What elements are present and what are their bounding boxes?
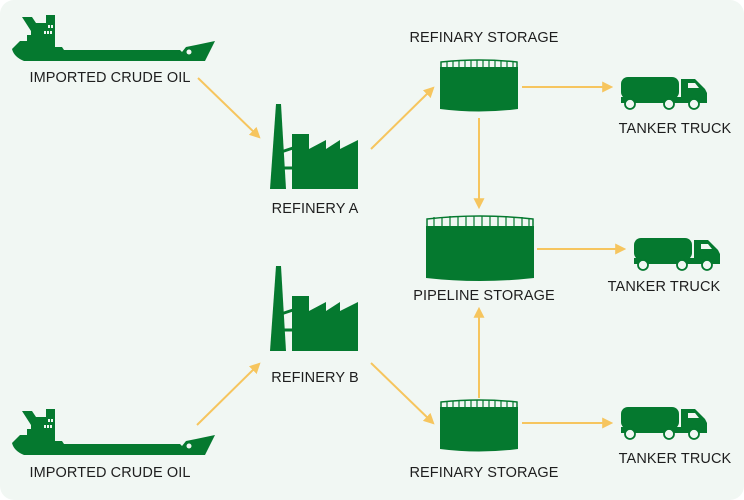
arrow-ship-bottom-to-refinery-b <box>196 362 261 426</box>
factory-icon <box>268 264 360 353</box>
arrow-ship-top-to-refinery-a <box>197 77 261 139</box>
label-tanker-truck-bottom: TANKER TRUCK <box>618 451 732 467</box>
factory-icon <box>268 102 360 191</box>
label-imported-crude-oil-bottom: IMPORTED CRUDE OIL <box>29 465 191 481</box>
tanker-truck-icon <box>620 76 708 110</box>
label-refinary-storage-top: REFINARY STORAGE <box>409 30 559 46</box>
label-pipeline-storage: PIPELINE STORAGE <box>413 288 555 304</box>
label-tanker-truck-top: TANKER TRUCK <box>618 121 732 137</box>
arrow-refinery-a-to-storage-top <box>370 86 435 150</box>
label-refinery-a: REFINERY A <box>271 201 359 217</box>
arrow-refinery-b-to-storage-bottom <box>370 362 435 425</box>
label-refinary-storage-bottom: REFINARY STORAGE <box>409 465 559 481</box>
label-imported-crude-oil-top: IMPORTED CRUDE OIL <box>29 70 191 86</box>
label-refinery-b: REFINERY B <box>271 370 359 386</box>
ship-icon <box>12 409 215 455</box>
label-tanker-truck-middle: TANKER TRUCK <box>607 279 721 295</box>
ship-icon <box>12 15 215 61</box>
storage-tank-icon <box>439 399 519 453</box>
storage-tank-icon <box>425 215 535 282</box>
tanker-truck-icon <box>620 406 708 440</box>
tanker-truck-icon <box>633 237 721 271</box>
storage-tank-icon <box>439 59 519 113</box>
